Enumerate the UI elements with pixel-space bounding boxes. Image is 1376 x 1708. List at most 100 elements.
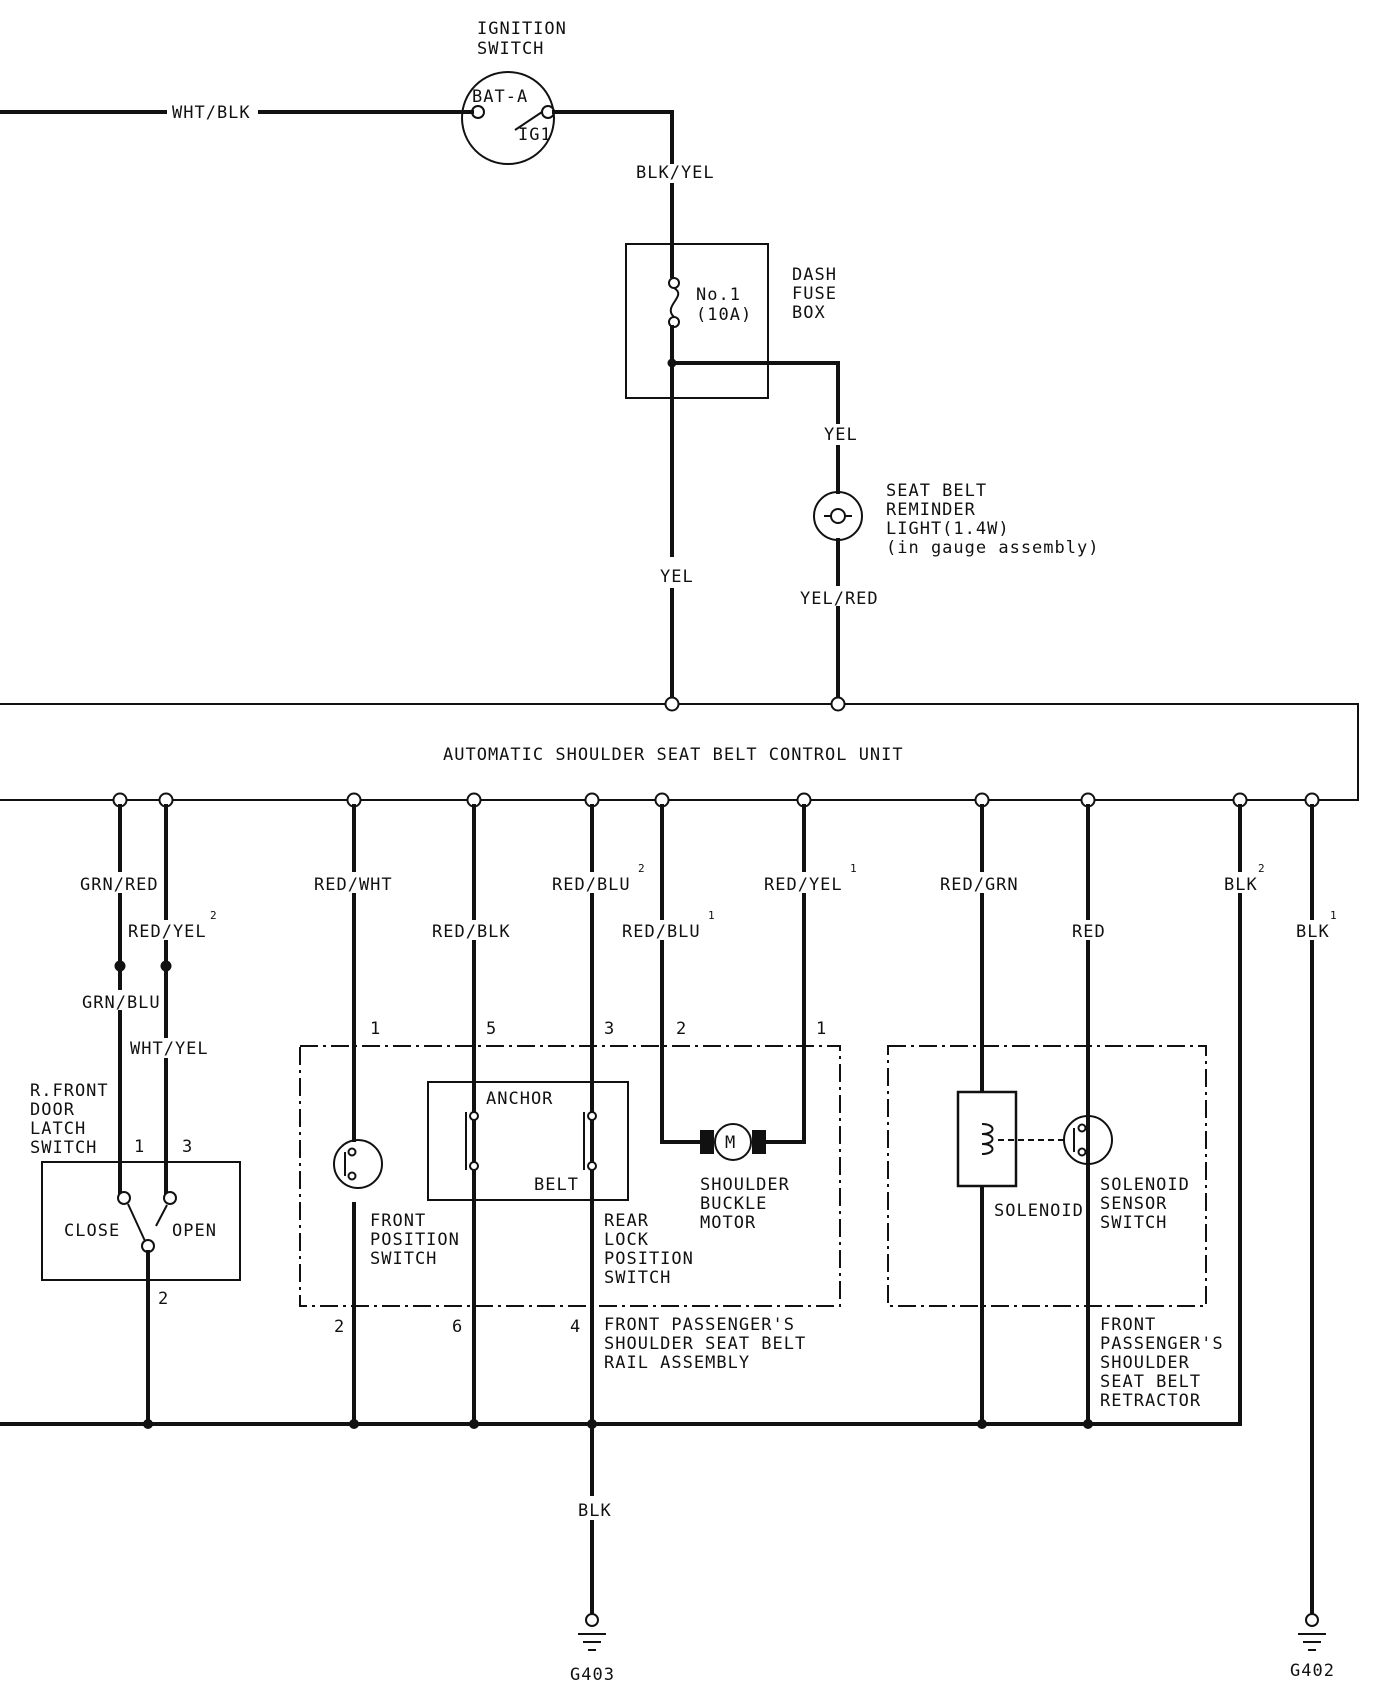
wire-yel-reminder: YEL bbox=[670, 361, 858, 494]
wire-label-blk-2: BLK bbox=[1224, 875, 1258, 895]
wire-yel-red: YEL/RED bbox=[800, 538, 879, 702]
solenoid: SOLENOID bbox=[956, 1090, 1084, 1221]
pin-label: 2 bbox=[334, 1317, 345, 1337]
sensor-switch-label-3: SWITCH bbox=[1100, 1213, 1167, 1233]
wire-label-blk-g403: BLK bbox=[578, 1501, 612, 1521]
reminder-label-4: (in gauge assembly) bbox=[886, 538, 1099, 558]
rail-assembly: 1 5 3 2 1 2 6 4 FRONT POSITION SWITCH AN… bbox=[299, 1019, 841, 1373]
rail-assembly-label-1: FRONT PASSENGER'S bbox=[604, 1315, 795, 1335]
retractor-label-4: SEAT BELT bbox=[1100, 1372, 1201, 1392]
wire-red: RED bbox=[1072, 804, 1105, 1420]
rear-lock-position-switch: ANCHOR BELT REAR LOCK POSITION SWITCH bbox=[427, 1081, 694, 1288]
retractor-label-2: PASSENGER'S bbox=[1100, 1334, 1224, 1354]
wire-label-grn-red: GRN/RED bbox=[80, 875, 159, 895]
rail-assembly-label-2: SHOULDER SEAT BELT bbox=[604, 1334, 806, 1354]
reminder-label-1: SEAT BELT bbox=[886, 481, 987, 501]
pin-label: 3 bbox=[182, 1137, 193, 1157]
retractor-label-1: FRONT bbox=[1100, 1315, 1156, 1335]
front-position-label-1: FRONT bbox=[370, 1211, 426, 1231]
wire-label-wht-yel: WHT/YEL bbox=[130, 1039, 209, 1059]
wire-red-wht: RED/WHT bbox=[314, 804, 393, 1420]
fuse-box-label-1: DASH bbox=[792, 265, 837, 285]
wire-yel-main: YEL bbox=[660, 361, 694, 702]
retractor-label-3: SHOULDER bbox=[1100, 1353, 1190, 1373]
wire-label-red-blk: RED/BLK bbox=[432, 922, 511, 942]
wire-label-red-blu-2: RED/BLU bbox=[552, 875, 631, 895]
dash-fuse-box: No.1 (10A) DASH FUSE BOX bbox=[625, 243, 837, 399]
pin-label: 3 bbox=[604, 1019, 615, 1039]
shoulder-buckle-motor: M SHOULDER BUCKLE MOTOR bbox=[660, 1123, 806, 1233]
solenoid-label: SOLENOID bbox=[994, 1201, 1084, 1221]
door-switch-label-1: R.FRONT bbox=[30, 1081, 109, 1101]
shoulder-buckle-label-3: MOTOR bbox=[700, 1213, 756, 1233]
wire-label-grn-blu: GRN/BLU bbox=[82, 993, 161, 1013]
front-position-label-3: SWITCH bbox=[370, 1249, 437, 1269]
reminder-label-3: LIGHT(1.4W) bbox=[886, 519, 1010, 539]
pin-label: 6 bbox=[452, 1317, 463, 1337]
ground-g403: BLK G403 bbox=[570, 1422, 614, 1685]
fuse-box-label-3: BOX bbox=[792, 303, 826, 323]
superscript-blk-2: 2 bbox=[1258, 862, 1266, 875]
shoulder-buckle-label-1: SHOULDER bbox=[700, 1175, 790, 1195]
bat-a-terminal-label: BAT-A bbox=[472, 87, 528, 107]
wire-red-yel-1: RED/YEL 1 bbox=[764, 804, 858, 1142]
rear-lock-label-2: LOCK bbox=[604, 1230, 649, 1250]
rear-lock-label-3: POSITION bbox=[604, 1249, 694, 1269]
solenoid-sensor-switch: SOLENOID SENSOR SWITCH bbox=[1063, 1115, 1189, 1233]
pin-label: 1 bbox=[370, 1019, 381, 1039]
sensor-switch-label-2: SENSOR bbox=[1100, 1194, 1167, 1214]
wire-label-wht-blk: WHT/BLK bbox=[172, 103, 251, 123]
ground-bus bbox=[0, 1416, 1242, 1429]
wire-blk-yel: BLK/YEL bbox=[552, 110, 715, 278]
rear-lock-label-4: SWITCH bbox=[604, 1268, 671, 1288]
wire-label-red-yel-2: RED/YEL bbox=[128, 922, 207, 942]
wire-label-red-yel-1: RED/YEL bbox=[764, 875, 843, 895]
pin-label: 1 bbox=[134, 1137, 145, 1157]
belt-label: BELT bbox=[534, 1175, 579, 1195]
ground-label-g402: G402 bbox=[1290, 1661, 1335, 1681]
wire-red-blk: RED/BLK bbox=[432, 804, 511, 1420]
ground-g402: G402 bbox=[1290, 1613, 1335, 1681]
pin-label: 2 bbox=[676, 1019, 687, 1039]
wire-blk-1: BLK 1 bbox=[1296, 804, 1337, 1626]
fuse-number: No.1 bbox=[696, 285, 741, 305]
pin-label: 2 bbox=[158, 1289, 169, 1309]
wire-label-yel-main: YEL bbox=[660, 567, 694, 587]
superscript-red-yel-1: 1 bbox=[850, 862, 858, 875]
superscript-red-yel-2: 2 bbox=[210, 909, 218, 922]
retractor-label-5: RETRACTOR bbox=[1100, 1391, 1201, 1411]
wire-grn-red-grn-blu: GRN/RED GRN/BLU bbox=[80, 804, 161, 1200]
door-switch-label-3: LATCH bbox=[30, 1119, 86, 1139]
door-switch-label-4: SWITCH bbox=[30, 1138, 97, 1158]
pin-label: 5 bbox=[486, 1019, 497, 1039]
rear-lock-label-1: REAR bbox=[604, 1211, 649, 1231]
shoulder-buckle-label-2: BUCKLE bbox=[700, 1194, 767, 1214]
front-position-switch: FRONT POSITION SWITCH bbox=[333, 1139, 460, 1269]
control-unit-label: AUTOMATIC SHOULDER SEAT BELT CONTROL UNI… bbox=[443, 745, 904, 765]
retractor: SOLENOID SOLENOID SENSOR SWITCH FRONT PA… bbox=[887, 1045, 1224, 1411]
wire-red-yel-wht-yel: RED/YEL 2 WHT/YEL bbox=[128, 804, 218, 1200]
ig1-terminal-label: IG1 bbox=[518, 125, 552, 145]
wire-red-blu-2: RED/BLU 2 bbox=[552, 804, 645, 1482]
ignition-switch-label: IGNITION bbox=[477, 19, 567, 39]
superscript-red-blu-1: 1 bbox=[708, 909, 716, 922]
seat-belt-reminder-light: SEAT BELT REMINDER LIGHT(1.4W) (in gauge… bbox=[813, 481, 1099, 558]
wire-label-blk-1: BLK bbox=[1296, 922, 1330, 942]
control-unit: AUTOMATIC SHOULDER SEAT BELT CONTROL UNI… bbox=[0, 696, 1359, 808]
wire-label-blk-yel: BLK/YEL bbox=[636, 163, 715, 183]
wire-label-yel-fuse: YEL bbox=[824, 425, 858, 445]
wire-label-red-grn: RED/GRN bbox=[940, 875, 1019, 895]
wire-label-red-wht: RED/WHT bbox=[314, 875, 393, 895]
wire-blk-2: BLK 2 bbox=[1224, 804, 1266, 1420]
front-position-label-2: POSITION bbox=[370, 1230, 460, 1250]
fuse-box-label-2: FUSE bbox=[792, 284, 837, 304]
fuse-rating: (10A) bbox=[696, 305, 752, 325]
open-label: OPEN bbox=[172, 1221, 217, 1241]
rail-assembly-label-3: RAIL ASSEMBLY bbox=[604, 1353, 750, 1373]
wire-label-yel-red: YEL/RED bbox=[800, 589, 879, 609]
pin-label: 4 bbox=[570, 1317, 581, 1337]
wire-red-blu-1: RED/BLU 1 bbox=[622, 804, 716, 1142]
anchor-label: ANCHOR bbox=[486, 1089, 553, 1109]
wire-label-red-blu-1: RED/BLU bbox=[622, 922, 701, 942]
